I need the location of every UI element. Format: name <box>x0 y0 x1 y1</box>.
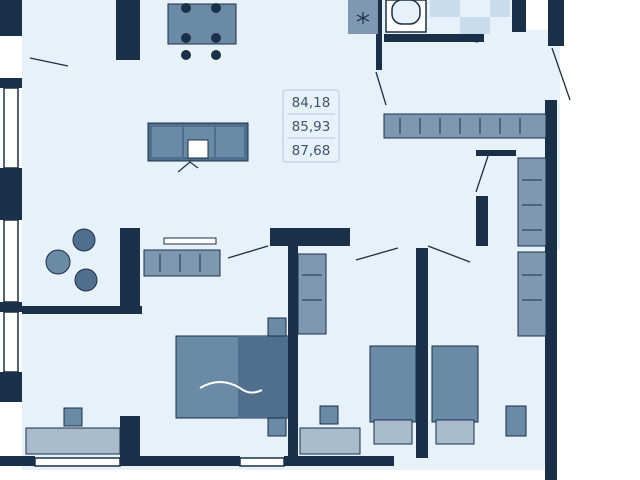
wall-bottom-mid <box>120 456 240 466</box>
wardrobe-right-upper <box>517 157 547 247</box>
wall-bathroom-post <box>512 0 526 32</box>
wall-left-top <box>0 0 22 36</box>
wall-bedroom-divider-left <box>288 246 298 456</box>
window-bottom-2 <box>239 457 285 467</box>
wall-left-mid1 <box>0 168 22 220</box>
desk-icon <box>25 405 527 455</box>
fridge <box>348 0 378 34</box>
desk-middle <box>299 427 361 455</box>
tv-stand <box>163 237 217 245</box>
wall-left-mid2 <box>0 302 22 312</box>
window-left-1 <box>3 87 19 169</box>
wardrobe-right-lower <box>517 251 547 337</box>
area-total: 85,93 <box>292 119 331 135</box>
bed-icon <box>175 317 289 437</box>
area-labels: 84,18 85,93 87,68 <box>282 89 340 163</box>
wall-center-vertical <box>120 228 140 308</box>
wardrobe-living <box>143 249 221 277</box>
bed-single-right <box>431 345 479 423</box>
window-bottom-1 <box>34 457 121 467</box>
snowflake-icon <box>356 12 370 24</box>
wardrobe-hangers <box>159 118 542 301</box>
window-left-2 <box>3 219 19 303</box>
wall-hall-top <box>384 34 484 42</box>
door-swings <box>29 35 571 263</box>
area-with-balcony: 87,68 <box>292 143 331 159</box>
wall-right-side <box>545 100 557 480</box>
wardrobe-hall <box>383 113 547 139</box>
desk-chair-left <box>63 407 83 427</box>
wardrobe-bedroom-left <box>297 253 327 335</box>
wall-right-corner <box>476 196 488 246</box>
wall-hall-left <box>376 0 382 70</box>
wall-left-upper <box>0 78 22 88</box>
wall-left-bottom <box>0 372 22 402</box>
area-living: 84,18 <box>292 95 331 111</box>
wardrobe-icon <box>143 113 547 337</box>
walls <box>0 0 564 480</box>
wall-bedroom-door-top <box>270 228 350 246</box>
wall-pillar-top <box>116 0 140 60</box>
desk-chair-right <box>505 405 527 437</box>
dining-table-icon <box>167 3 237 60</box>
window-left-3 <box>3 311 19 373</box>
desk-left <box>25 427 121 455</box>
wall-bottom-left <box>0 456 35 466</box>
wall-bedroom-divider-right <box>416 248 428 458</box>
wall-bottom-stub-left <box>120 416 140 456</box>
wall-hall-corridor <box>476 150 516 156</box>
bathtub-icon <box>385 0 427 33</box>
area-label-border <box>282 89 340 163</box>
wall-horizontal-mid <box>22 306 142 314</box>
single-beds <box>369 345 479 445</box>
wall-right-top <box>548 0 564 46</box>
bathroom-tiles <box>430 0 510 34</box>
desk-chair-middle <box>319 405 339 425</box>
sofa-icon <box>147 122 249 173</box>
bed-single-left <box>369 345 417 423</box>
wall-bottom-right <box>284 456 394 466</box>
windows <box>3 87 285 467</box>
armchairs-group <box>45 228 98 292</box>
